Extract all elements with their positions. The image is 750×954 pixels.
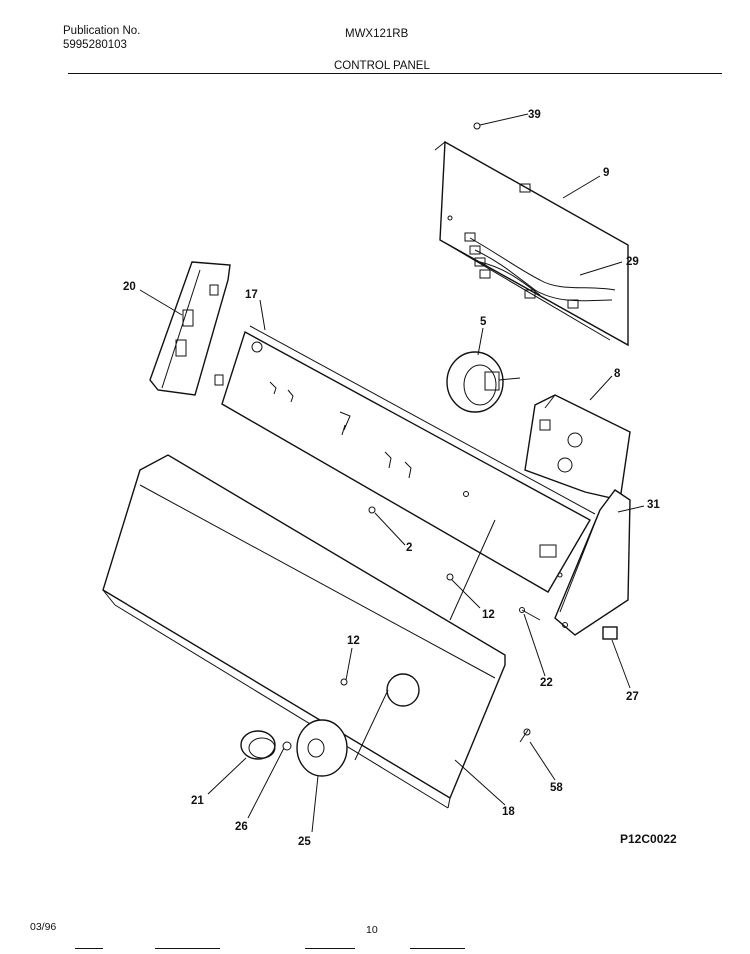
leader-lines bbox=[139, 113, 645, 833]
callout-29: 29 bbox=[626, 256, 639, 268]
part-wire-harness bbox=[464, 232, 616, 309]
publication-number: 5995280103 bbox=[63, 39, 127, 51]
callout-18: 18 bbox=[502, 806, 515, 818]
part-knob-skirt bbox=[296, 719, 348, 777]
part-end-cap bbox=[554, 489, 631, 636]
callout-8: 8 bbox=[614, 368, 621, 380]
header-rule bbox=[68, 73, 722, 74]
footer-rule-4 bbox=[410, 948, 465, 949]
part-panel-back bbox=[221, 325, 596, 593]
screw-12 bbox=[446, 573, 454, 581]
model-number: MWX121RB bbox=[345, 28, 409, 40]
callout-9: 9 bbox=[603, 167, 609, 179]
part-washer bbox=[282, 741, 292, 751]
callout-31: 31 bbox=[647, 499, 660, 511]
footer-rule-2 bbox=[155, 948, 220, 949]
screw-12b bbox=[340, 678, 348, 686]
callout-25: 25 bbox=[298, 836, 311, 848]
callout-12b: 12 bbox=[347, 635, 360, 647]
part-console-front bbox=[102, 454, 506, 809]
part-screw-22 bbox=[519, 607, 541, 621]
part-screw-58 bbox=[519, 728, 531, 743]
section-title: CONTROL PANEL bbox=[334, 60, 430, 72]
part-clip-27 bbox=[602, 626, 618, 640]
page-number: 10 bbox=[366, 924, 378, 936]
part-rear-cover bbox=[434, 122, 629, 347]
part-timer bbox=[446, 351, 521, 413]
callout-22: 22 bbox=[540, 677, 553, 689]
footer-rule-3 bbox=[305, 948, 355, 949]
part-left-bracket bbox=[149, 261, 231, 396]
callout-17: 17 bbox=[245, 289, 258, 301]
diagram-code: P12C0022 bbox=[620, 832, 677, 846]
callouts: 39 9 29 20 17 5 8 31 2 12 12 22 27 21 26… bbox=[123, 109, 660, 848]
callout-2: 2 bbox=[406, 542, 412, 554]
footer-rule-1 bbox=[75, 948, 103, 949]
callout-27: 27 bbox=[626, 691, 639, 703]
footer-date: 03/96 bbox=[30, 921, 57, 933]
callout-58: 58 bbox=[550, 782, 563, 794]
callout-26: 26 bbox=[235, 821, 248, 833]
callout-5: 5 bbox=[480, 316, 487, 328]
part-switch-assembly bbox=[524, 394, 631, 501]
screw-2 bbox=[368, 506, 376, 514]
callout-21: 21 bbox=[191, 795, 204, 807]
part-knob bbox=[240, 730, 276, 760]
callout-20: 20 bbox=[123, 281, 136, 293]
publication-label: Publication No. bbox=[63, 25, 141, 37]
callout-39: 39 bbox=[528, 109, 541, 121]
callout-12a: 12 bbox=[482, 609, 495, 621]
